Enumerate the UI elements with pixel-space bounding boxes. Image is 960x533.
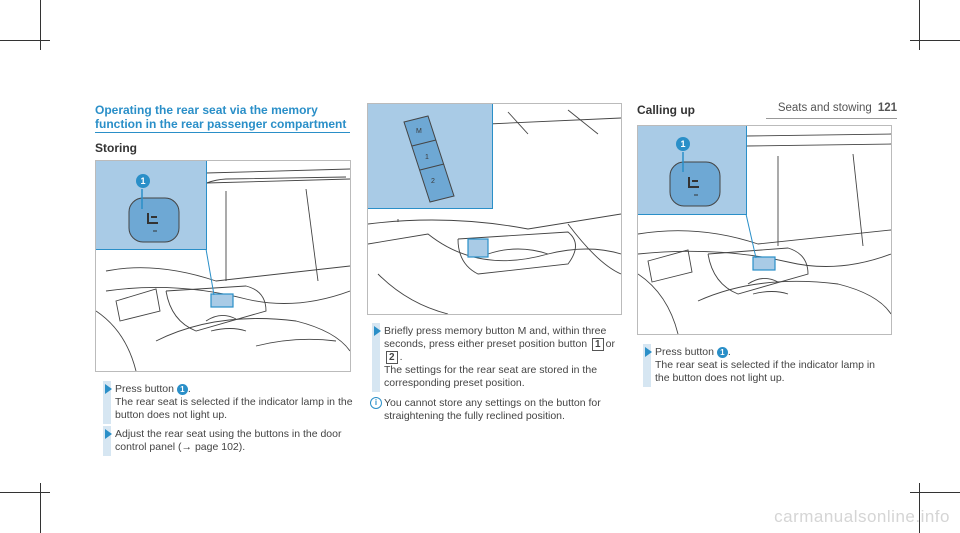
preset-button-2: 2 (386, 351, 398, 364)
figure-memory-buttons: M 1 2 (367, 103, 622, 315)
crop-mark (40, 483, 41, 533)
bullet-arrow-icon (105, 429, 112, 439)
callout-number: 1 (136, 174, 150, 188)
bullet-arrow-icon (105, 384, 112, 394)
section-name: Seats and stowing (777, 102, 872, 114)
figure-storing: 1 (95, 160, 351, 372)
page-number: 121 (877, 102, 897, 114)
memory-button-1: 1 (425, 154, 429, 161)
section-title-rule (95, 132, 350, 133)
door-illustration (638, 133, 891, 334)
button-number: 1 (176, 383, 188, 395)
door-illustration (368, 109, 621, 314)
storing-heading: Storing (95, 141, 137, 155)
bullet-arrow-icon (645, 347, 652, 357)
callout-box: 1 (638, 126, 747, 215)
crop-mark (910, 492, 960, 493)
step-press-button: Press button 1. The rear seat is selecte… (103, 381, 355, 424)
crop-mark (919, 483, 920, 533)
crop-mark (910, 40, 960, 41)
button-number: 1 (716, 346, 728, 358)
callout-number: 1 (676, 137, 690, 151)
step-call-up: Press button 1. The rear seat is selecte… (643, 344, 890, 387)
crop-mark (0, 492, 50, 493)
note-straightening: i You cannot store any settings on the b… (370, 397, 624, 423)
crop-mark (0, 40, 50, 41)
step-store-memory: Briefly press memory button M and, withi… (372, 323, 624, 392)
door-illustration (96, 168, 350, 371)
header-rule (766, 118, 897, 119)
memory-panel-callout: M 1 2 (368, 104, 493, 209)
step-adjust-seat: Adjust the rear seat using the buttons i… (103, 426, 355, 456)
page-reference-link[interactable]: → page 102 (181, 441, 239, 453)
preset-button-1: 1 (592, 338, 604, 351)
figure-calling-up: 1 (637, 125, 892, 335)
bullet-arrow-icon (374, 326, 381, 336)
info-icon: i (370, 397, 382, 409)
section-title: Operating the rear seat via the memory f… (95, 103, 347, 131)
watermark: carmanualsonline.info (774, 507, 950, 526)
calling-up-heading: Calling up (637, 103, 695, 117)
seat-button-icon (669, 152, 721, 207)
crop-mark (40, 0, 41, 50)
running-header: Seats and stowing 121 (778, 102, 897, 114)
memory-button-2: 2 (431, 178, 435, 185)
memory-panel-icon (403, 115, 455, 203)
crop-mark (919, 0, 920, 50)
memory-button-m: M (416, 128, 422, 135)
callout-box: 1 (96, 161, 207, 250)
seat-button-icon (128, 189, 180, 243)
